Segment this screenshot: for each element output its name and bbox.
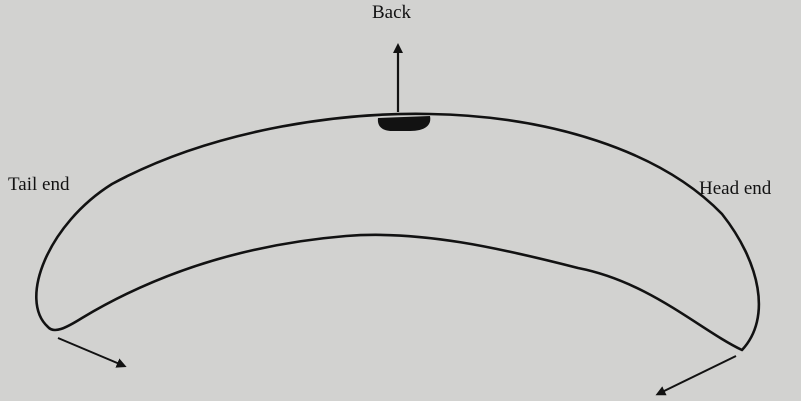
head-end-arrow: [660, 356, 736, 393]
back-marker: [378, 116, 430, 131]
back-label: Back: [372, 2, 411, 24]
head-end-label: Head end: [699, 178, 771, 200]
hull-outline: [36, 114, 759, 350]
tail-end-arrow: [58, 338, 122, 365]
tail-end-label: Tail end: [8, 174, 69, 196]
